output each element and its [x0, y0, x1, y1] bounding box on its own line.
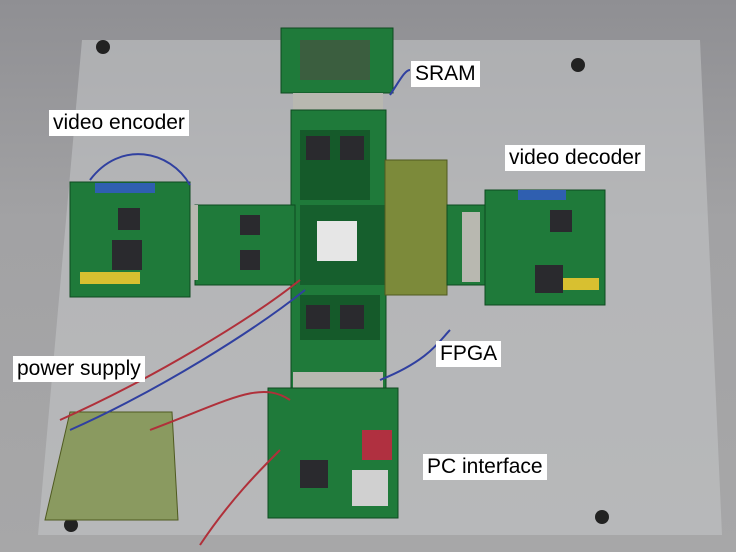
sram-connector: [293, 93, 383, 111]
terminal-block: [518, 190, 566, 200]
chip: [112, 240, 142, 270]
chip: [240, 215, 260, 235]
standoff: [64, 518, 78, 532]
cable: [69, 289, 306, 431]
chip: [306, 305, 330, 329]
cable: [379, 329, 451, 381]
standoff: [96, 40, 110, 54]
left-link-board: [194, 204, 296, 286]
fpga-chip: [317, 221, 357, 261]
standoff: [571, 58, 585, 72]
chip: [550, 210, 572, 232]
jumper-row: [80, 272, 140, 284]
cable: [59, 279, 301, 421]
chip: [340, 305, 364, 329]
chip: [306, 136, 330, 160]
chip: [340, 136, 364, 160]
cable: [89, 153, 191, 186]
sram-chip-area: [300, 40, 370, 80]
chip: [300, 460, 328, 488]
cable: [149, 391, 291, 431]
proto-board: [384, 159, 448, 296]
cable: [199, 449, 281, 546]
chip: [118, 208, 140, 230]
label-video-decoder: video decoder: [505, 145, 645, 171]
label-video-encoder: video encoder: [49, 110, 189, 136]
label-pc-interface: PC interface: [423, 454, 547, 480]
power-supply-board: [44, 411, 179, 521]
terminal-block: [95, 183, 155, 193]
jumper-row: [563, 278, 599, 290]
standoff: [595, 510, 609, 524]
label-sram: SRAM: [411, 61, 480, 87]
chip: [240, 250, 260, 270]
label-fpga: FPGA: [436, 341, 502, 367]
fpga-connector: [293, 372, 383, 390]
switch-matrix: [352, 470, 388, 506]
cable: [389, 69, 411, 96]
label-power-supply: power supply: [13, 356, 145, 382]
right-connector: [462, 212, 480, 282]
red-switches: [362, 430, 392, 460]
chip: [535, 265, 563, 293]
